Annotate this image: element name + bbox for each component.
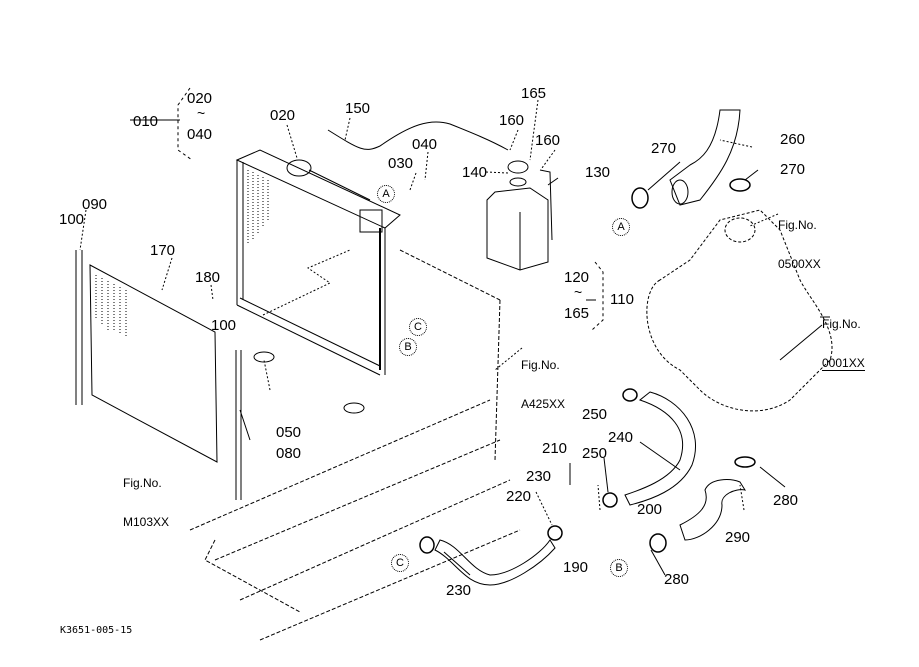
fig-ref-0500xx[interactable]: Fig.No. 0500XX [778,193,821,297]
part-label-190: 190 [563,559,589,576]
part-label-040: 040 [412,136,438,153]
fig-ref-m103xx[interactable]: Fig.No. M103XX [123,451,169,555]
part-label-210: 210 [542,440,568,457]
part-label-170: 170 [150,242,176,259]
part-label-020: 020 [270,107,296,124]
part-label-230a: 230 [526,468,552,485]
overflow-hose [327,121,509,151]
fig-ref-number: M103XX [123,515,170,529]
part-label-200: 200 [637,501,663,518]
part-label-030: 030 [388,155,414,172]
part-label-280b: 280 [773,492,799,509]
connection-ref-c-hose: C [391,554,409,572]
part-label-080: 080 [276,445,302,462]
group-110-range-to: 165 [564,305,590,322]
part-label-260: 260 [780,131,806,148]
part-label-240: 240 [608,429,634,446]
fig-ref-number: 0500XX [778,257,821,271]
fig-ref-title: Fig.No. [822,317,861,331]
part-label-140: 140 [462,164,488,181]
fig-ref-title: Fig.No. [123,476,162,490]
fig-ref-number: 0001XX [822,356,865,371]
part-label-290: 290 [725,529,751,546]
part-label-090: 090 [82,196,108,213]
part-label-130: 130 [585,164,611,181]
part-label-270b: 270 [780,161,806,178]
drawing-code: K3651-005-15 [60,625,133,636]
fig-ref-title: Fig.No. [778,218,817,232]
connection-ref-b-hose: B [610,559,628,577]
solid-leaders [130,119,830,576]
connection-ref-a-radiator: A [377,185,395,203]
connection-ref-a-engine: A [612,218,630,236]
part-label-150: 150 [345,100,371,117]
fig-ref-0001xx[interactable]: Fig.No. 0001XX [822,292,865,397]
fig-ref-a425xx[interactable]: Fig.No. A425XX [521,333,565,437]
engine [646,209,833,412]
leader-lines [79,99,779,526]
part-label-160a: 160 [499,112,525,129]
upper-hose [669,109,741,206]
part-label-250b: 250 [582,445,608,462]
group-010-range-to: 040 [187,126,213,143]
group-110-range-symbol: ~ [574,284,583,300]
part-label-100b: 100 [211,317,237,334]
group-010-range-symbol: ~ [197,105,206,121]
part-label-165: 165 [521,85,547,102]
part-label-220: 220 [506,488,532,505]
part-label-230b: 230 [446,582,472,599]
part-label-180: 180 [195,269,221,286]
part-label-270a: 270 [651,140,677,157]
connection-ref-c-radiator: C [409,318,427,336]
part-label-280a: 280 [664,571,690,588]
hose-220 [434,539,556,586]
hose-240 [624,391,697,506]
radiator [235,149,401,376]
screen-panel [75,250,242,500]
group-010-range-from: 020 [187,90,213,107]
hose-290 [679,479,747,541]
fig-ref-title: Fig.No. [521,358,560,372]
group-label-010: 010 [133,113,159,130]
chassis-frame [189,249,521,641]
clamps [419,178,756,554]
part-label-100a: 100 [59,211,85,228]
group-label-110: 110 [610,291,634,308]
connection-ref-b-radiator: B [399,338,417,356]
reserve-tank [486,160,553,271]
fig-ref-number: A425XX [521,397,566,411]
part-label-250a: 250 [582,406,608,423]
part-label-050: 050 [276,424,302,441]
part-label-160b: 160 [535,132,561,149]
group-110-range-from: 120 [564,269,590,286]
